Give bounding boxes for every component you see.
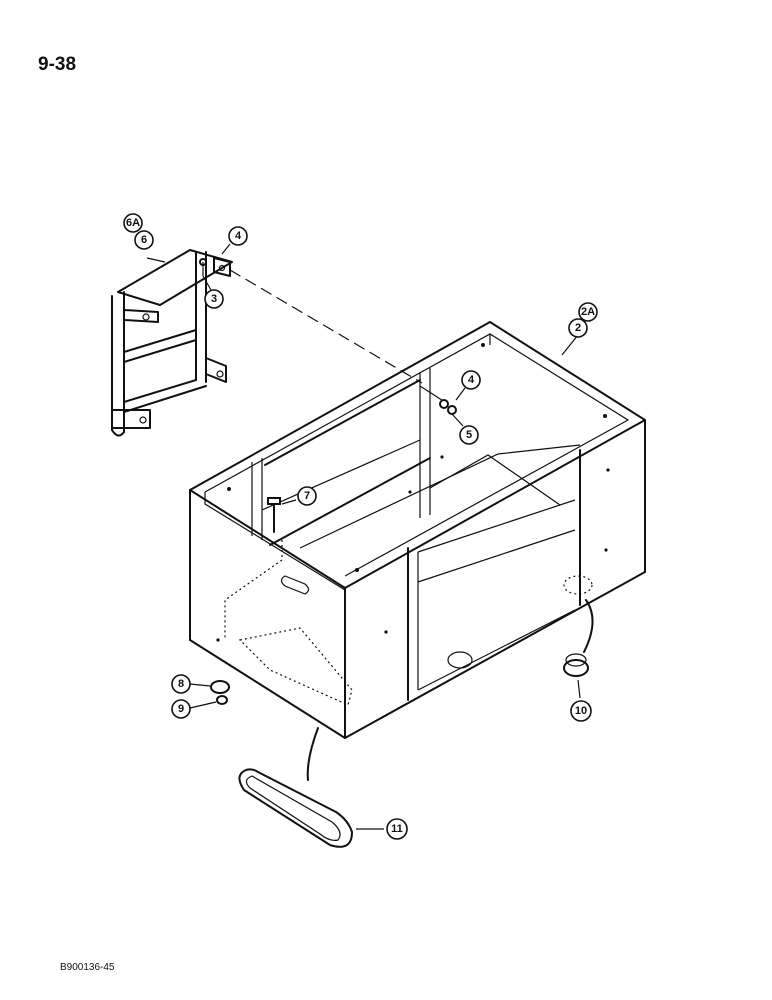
svg-text:2A: 2A [581,306,595,318]
callout-2: 2 [568,318,588,338]
svg-text:6: 6 [141,234,147,246]
callout-4-box: 4 [461,370,481,390]
svg-text:4: 4 [468,374,475,386]
svg-text:6A: 6A [126,217,140,229]
page-number: 9-38 [38,54,77,75]
svg-text:4: 4 [235,230,242,242]
callout-4-ladder: 4 [228,226,248,246]
figure-code: B900136-45 [60,962,115,973]
rubber-mount [210,680,230,705]
washer-and-nut [419,385,457,415]
callout-10: 10 [570,700,592,722]
callout-11: 11 [386,818,408,840]
svg-text:7: 7 [304,490,310,502]
callout-6a: 6A [123,213,143,233]
box-frame [189,321,646,739]
callout-8: 8 [171,674,191,694]
callout-5: 5 [459,425,479,445]
svg-text:3: 3 [211,293,217,305]
svg-text:2: 2 [575,322,581,334]
seal-gasket [238,727,353,848]
callout-3: 3 [204,289,224,309]
ladder-mounting-line [229,269,423,384]
svg-text:10: 10 [575,705,587,717]
callout-2a: 2A [578,302,598,322]
svg-text:9: 9 [178,703,184,715]
callout-7: 7 [297,486,317,506]
leader-lines [146,243,583,830]
step-ladder [111,249,233,437]
grommet [563,599,594,677]
svg-text:11: 11 [391,823,403,835]
svg-text:8: 8 [178,678,184,690]
svg-text:5: 5 [466,429,472,441]
callout-6: 6 [134,230,154,250]
callout-9: 9 [171,699,191,719]
bolt [267,497,281,533]
